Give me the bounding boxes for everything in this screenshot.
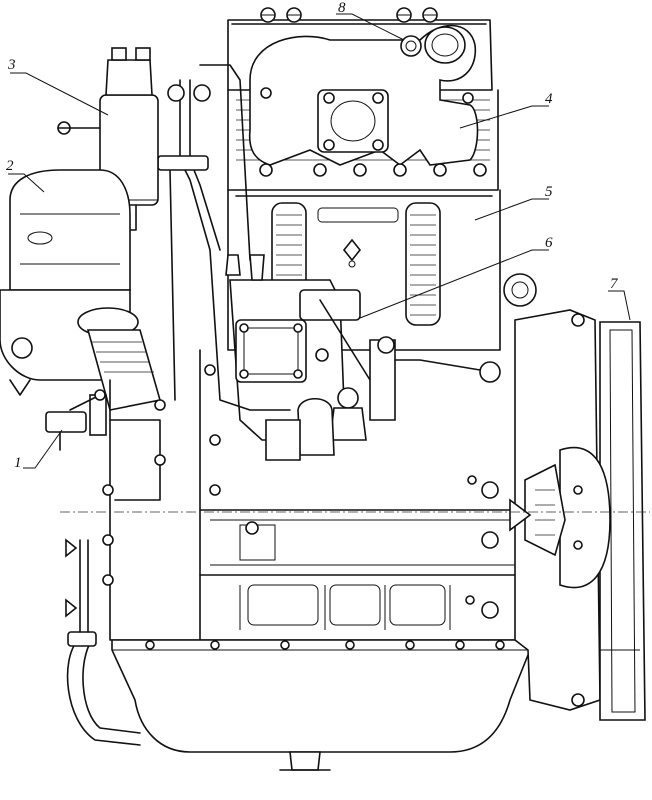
callout-label: 7 [610,276,619,292]
callout-label: 8 [338,0,346,16]
callout-6: 6 [359,235,553,319]
flywheel-housing [509,309,646,721]
air-cleaner [0,169,162,411]
crankcase [89,349,529,641]
callout-5: 5 [474,184,553,221]
callout-label: 5 [545,184,553,200]
callout-label: 2 [6,158,14,174]
callout-3: 3 [7,57,109,116]
oil-pan [65,538,531,771]
callout-label: 1 [14,455,22,471]
fuel-injection-pump [229,279,501,461]
control-lever-assembly [45,389,106,451]
callout-label: 6 [545,235,553,251]
callout-label: 4 [545,91,553,107]
callout-8: 8 [336,0,405,41]
callout-label: 3 [7,57,16,73]
callout-4: 4 [459,91,553,129]
callout-2: 2 [6,158,45,193]
callout-1: 1 [14,429,63,471]
fuel-lines [129,64,291,411]
callout-7: 7 [608,276,631,321]
exhaust-manifold [248,24,487,177]
